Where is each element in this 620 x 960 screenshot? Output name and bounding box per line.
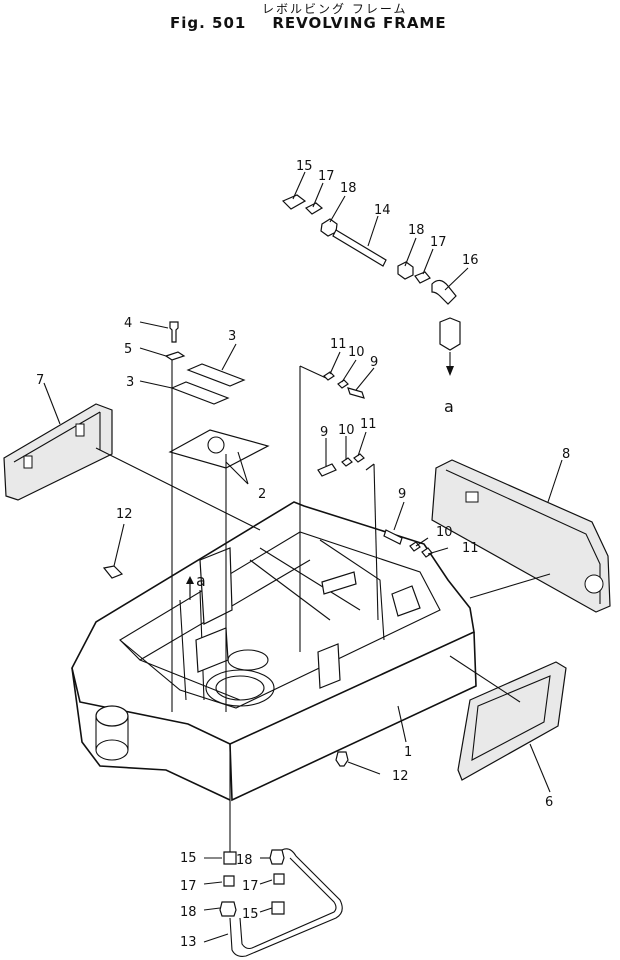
callout-17-top-left: 17 bbox=[318, 169, 335, 184]
port-fitting bbox=[439, 317, 461, 351]
leader-4 bbox=[139, 321, 169, 329]
callout-18-top-right: 18 bbox=[408, 223, 425, 238]
callout-18-top-left: 18 bbox=[340, 181, 357, 196]
adapter-17-bottom-right bbox=[273, 873, 285, 885]
callout-10-top: 10 bbox=[348, 345, 365, 360]
pipe-14 bbox=[332, 229, 387, 267]
callout-1: 1 bbox=[404, 745, 412, 760]
callout-5: 5 bbox=[124, 342, 132, 357]
washer-5 bbox=[164, 351, 186, 361]
leader-5 bbox=[139, 347, 167, 357]
leader-1 bbox=[397, 705, 407, 743]
fitting-15-bottom-right bbox=[271, 901, 285, 915]
callout-11-top: 11 bbox=[330, 337, 347, 352]
cover-2 bbox=[168, 429, 270, 469]
nut-18-bottom-left bbox=[219, 901, 237, 917]
callout-labels: 1 2 3 3 4 5 6 7 8 9 9 9 10 10 10 11 11 1… bbox=[36, 159, 570, 950]
callout-17-top-right: 17 bbox=[430, 235, 447, 250]
bottom-hose-assembly bbox=[203, 848, 343, 957]
cover-plate-parts bbox=[139, 321, 270, 485]
callout-15-bottom-left: 15 bbox=[180, 851, 197, 866]
callout-12-right: 12 bbox=[392, 769, 409, 784]
callout-2: 2 bbox=[258, 487, 266, 502]
plate-3-lower bbox=[170, 381, 230, 405]
ref-a-top: a bbox=[444, 397, 454, 416]
callout-9-mid: 9 bbox=[320, 425, 328, 440]
hose-13 bbox=[229, 848, 343, 957]
callout-8: 8 bbox=[562, 447, 570, 462]
leader-2 bbox=[225, 451, 249, 485]
nut-18-bottom-right bbox=[269, 849, 285, 865]
figure-name: REVOLVING FRAME bbox=[272, 14, 447, 32]
title-japanese: レボルビング フレーム bbox=[262, 2, 408, 16]
callout-18-bottom-left: 18 bbox=[180, 905, 197, 920]
arrow-a-frame bbox=[186, 576, 194, 596]
callout-18-bottom-right: 18 bbox=[236, 853, 253, 868]
callout-6: 6 bbox=[545, 795, 553, 810]
callout-11-mid: 11 bbox=[360, 417, 377, 432]
callout-3-upper: 3 bbox=[228, 329, 236, 344]
leader-7 bbox=[43, 382, 61, 425]
cover-8 bbox=[431, 459, 611, 613]
callout-14: 14 bbox=[374, 203, 391, 218]
cover-7 bbox=[3, 382, 113, 501]
callout-10-mid: 10 bbox=[338, 423, 355, 438]
callout-3-lower: 3 bbox=[126, 375, 134, 390]
callout-9-top: 9 bbox=[370, 355, 378, 370]
fitting-15-bottom-left bbox=[223, 851, 237, 865]
fitting-15-top bbox=[281, 194, 307, 210]
cover-6 bbox=[457, 661, 567, 793]
adapter-17-top-left bbox=[304, 202, 324, 215]
top-pipe-assembly bbox=[281, 194, 461, 376]
leader-8 bbox=[547, 459, 563, 503]
callout-17-bottom-left: 17 bbox=[180, 879, 197, 894]
callout-7: 7 bbox=[36, 373, 44, 388]
bolt-4 bbox=[169, 321, 179, 343]
callout-17-bottom-right: 17 bbox=[242, 879, 259, 894]
callout-11-right: 11 bbox=[462, 541, 479, 556]
ref-a-frame: a bbox=[196, 571, 206, 590]
adapter-17-bottom-left bbox=[223, 875, 235, 887]
figure-title: Fig. 501 REVOLVING FRAME bbox=[170, 14, 447, 32]
leader-3b bbox=[139, 380, 173, 389]
callout-13: 13 bbox=[180, 935, 197, 950]
callout-16: 16 bbox=[462, 253, 479, 268]
plate-3-upper bbox=[186, 363, 246, 387]
callout-4: 4 bbox=[124, 316, 132, 331]
assembly-lines bbox=[95, 360, 551, 852]
mount-bolts bbox=[317, 351, 449, 558]
top-leaders bbox=[292, 171, 469, 291]
callout-15-bottom-right: 15 bbox=[242, 907, 259, 922]
adapter-17-top-right bbox=[414, 271, 431, 284]
figure-number: Fig. 501 bbox=[170, 14, 247, 32]
callout-9-right: 9 bbox=[398, 487, 406, 502]
callout-10-right: 10 bbox=[436, 525, 453, 540]
elbow-16 bbox=[431, 279, 457, 305]
callout-15-top: 15 bbox=[296, 159, 313, 174]
grease-fittings bbox=[102, 523, 381, 775]
callout-12-left: 12 bbox=[116, 507, 133, 522]
leader-3a bbox=[221, 343, 237, 371]
leader-6 bbox=[529, 743, 551, 793]
